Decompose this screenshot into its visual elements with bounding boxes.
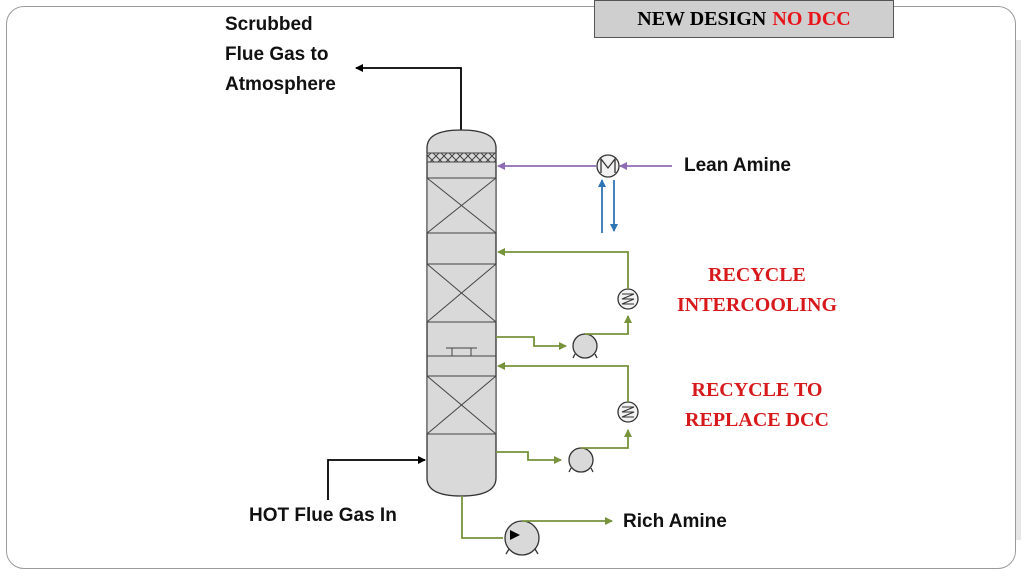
dcc-draw-line xyxy=(496,451,562,464)
pump-icon xyxy=(568,447,596,473)
heat-exchanger-icon xyxy=(617,288,639,310)
heat-exchanger-icon xyxy=(617,401,639,423)
recycle-replace-label-1: RECYCLE TO xyxy=(691,379,823,401)
slide-edge-shadow xyxy=(1016,40,1021,540)
packing-bed-icon xyxy=(426,375,497,435)
intercooling-draw-line xyxy=(496,336,567,350)
slide-frame xyxy=(6,6,1016,569)
recycle-intercooling-label-2: INTERCOOLING xyxy=(676,294,838,316)
rich-amine-draw-line xyxy=(461,496,503,539)
hot-flue-gas-label: HOT Flue Gas In xyxy=(249,505,397,526)
flue-gas-label-line1: Scrubbed xyxy=(225,14,313,35)
dcc-pump-discharge xyxy=(581,429,632,449)
flue-gas-outlet-line xyxy=(355,64,462,130)
hot-flue-gas-line xyxy=(327,456,426,500)
packing-bed-icon xyxy=(426,177,497,234)
pump-icon xyxy=(504,520,540,556)
absorber-column-icon xyxy=(426,129,497,497)
dcc-return-line xyxy=(497,362,629,402)
heat-exchanger-icon xyxy=(596,154,620,178)
demister-icon xyxy=(426,152,497,163)
flue-gas-label-line3: Atmosphere xyxy=(225,74,336,95)
banner-prefix: NEW DESIGN xyxy=(637,7,767,30)
lean-amine-label: Lean Amine xyxy=(684,155,791,176)
recycle-replace-label-2: REPLACE DCC xyxy=(685,409,829,431)
packing-bed-icon xyxy=(426,263,497,323)
pump-icon xyxy=(572,333,600,359)
rich-amine-label: Rich Amine xyxy=(623,511,727,532)
intercooling-return-line xyxy=(497,248,629,289)
banner-highlight: NO DCC xyxy=(772,7,851,30)
intercooling-pump-discharge xyxy=(585,315,632,335)
recycle-intercooling-label-1: RECYCLE xyxy=(708,264,806,286)
chimney-tray-icon xyxy=(427,347,496,357)
flue-gas-label-line2: Flue Gas to xyxy=(225,44,329,65)
design-banner: NEW DESIGN NO DCC xyxy=(594,0,894,38)
